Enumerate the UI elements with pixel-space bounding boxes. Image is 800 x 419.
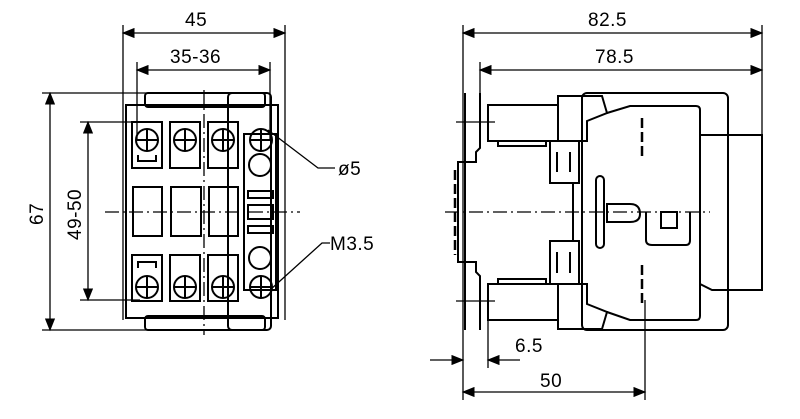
side-view: 82.5 78.5 6.5 50 — [430, 10, 764, 400]
dim-depth-center: 50 — [540, 371, 562, 392]
hole-diameter-label: ø5 — [338, 159, 361, 180]
leader-screw — [269, 242, 330, 291]
top-terminals — [131, 121, 239, 302]
dim-width-mounting: 35-36 — [170, 47, 221, 68]
dim-rail-offset: 6.5 — [515, 336, 543, 357]
terminal-screw-icons — [135, 128, 273, 299]
dim-width-overall: 45 — [185, 10, 207, 31]
mounting-hole-bottom — [248, 246, 272, 270]
leader-hole — [267, 129, 335, 169]
screw-size-label: M3.5 — [330, 234, 374, 255]
dim-height-mounting: 49-50 — [65, 189, 86, 240]
dim-height-overall: 67 — [27, 203, 48, 225]
front-view: 45 35-36 67 49-50 — [27, 10, 374, 335]
dim-depth-body: 78.5 — [595, 47, 634, 68]
mounting-hole-top — [248, 153, 272, 177]
contactor-body-side — [606, 105, 701, 321]
dim-depth-overall: 82.5 — [588, 10, 627, 31]
housing-outline — [581, 92, 729, 331]
